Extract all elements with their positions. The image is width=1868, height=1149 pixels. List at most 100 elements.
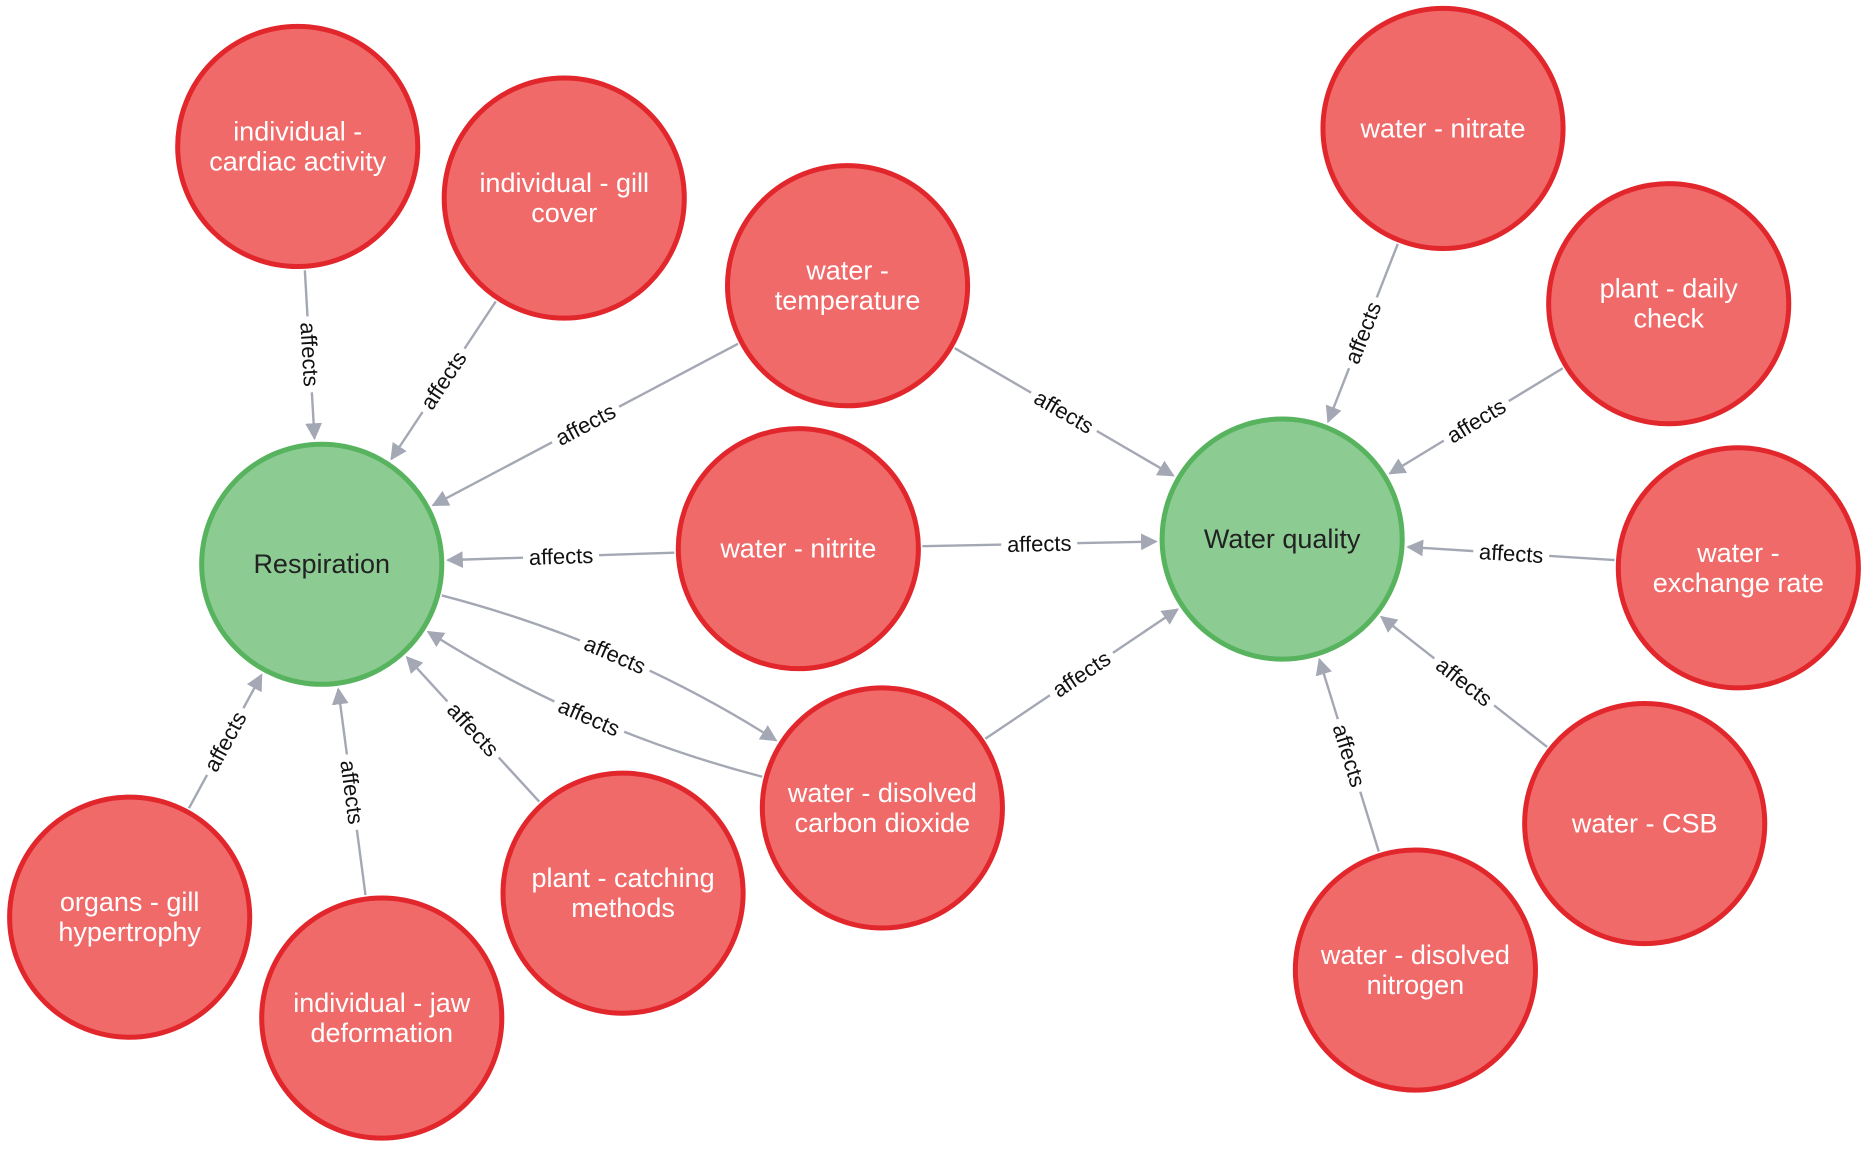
edge-label: affects	[1431, 652, 1497, 711]
node-nitrate[interactable]: water - nitrate	[1320, 5, 1566, 252]
node-label: plant - daily	[1600, 274, 1739, 304]
edge-gill_hyper-to-respiration: affects	[187, 673, 263, 809]
node-circle	[7, 794, 253, 1040]
node-label: water -	[1696, 538, 1780, 568]
edge-label-background	[437, 691, 510, 767]
edge-label: affects	[295, 321, 324, 387]
node-circle	[199, 441, 445, 687]
node-csb[interactable]: water - CSB	[1522, 701, 1768, 947]
node-label: deformation	[310, 1018, 453, 1048]
node-water-quality[interactable]: Water quality	[1159, 416, 1405, 662]
edge-label-background	[1042, 641, 1121, 707]
node-label: individual - gill	[479, 168, 649, 198]
nodes-layer: Respiration Water quality individual -card…	[7, 5, 1861, 1141]
node-label: individual - jaw	[293, 988, 471, 1018]
edge-label-background	[545, 394, 626, 455]
node-temperature[interactable]: water -temperature	[725, 163, 971, 409]
edge-label: affects	[335, 759, 368, 826]
node-circle	[1320, 5, 1566, 252]
edge-label: affects	[581, 631, 650, 680]
edge-label-background	[1436, 389, 1517, 453]
node-label: exchange rate	[1653, 568, 1824, 598]
node-label: Water quality	[1204, 524, 1361, 554]
node-exchange[interactable]: water -exchange rate	[1615, 445, 1861, 691]
node-label: nitrogen	[1367, 970, 1465, 1000]
node-label: carbon dioxide	[795, 808, 971, 838]
node-label: organs - gill	[60, 887, 200, 917]
edge-label: affects	[1030, 385, 1098, 439]
node-label: check	[1633, 304, 1704, 334]
node-cardiac[interactable]: individual -cardiac activity	[175, 23, 421, 270]
edge-label: affects	[551, 398, 620, 450]
edge-label: affects	[1442, 393, 1510, 448]
edge-label: affects	[442, 697, 504, 761]
node-circle	[175, 23, 421, 270]
node-label: cardiac activity	[209, 146, 387, 176]
edge-nitrite-to-water_quality: affects	[922, 529, 1158, 559]
edge-exchange-to-water_quality: affects	[1406, 537, 1615, 570]
node-circle	[759, 685, 1005, 931]
edge-csb-to-water_quality: affects	[1379, 615, 1548, 748]
edge-temperature-to-respiration: affects	[431, 342, 739, 507]
edge-label: affects	[1328, 721, 1371, 790]
node-circle	[259, 895, 505, 1141]
edge-daily_check-to-water_quality: affects	[1388, 367, 1564, 475]
edge-label-background	[574, 627, 656, 683]
node-circle	[1546, 181, 1792, 427]
node-label: individual -	[233, 116, 362, 146]
node-label: Respiration	[253, 549, 390, 579]
edge-jaw-to-respiration: affects	[331, 687, 371, 896]
node-circle	[675, 426, 921, 672]
node-circle	[1159, 416, 1405, 662]
node-label: water - CSB	[1571, 809, 1718, 839]
node-label: water - nitrate	[1359, 113, 1525, 143]
edge-gill_cover-to-respiration: affects	[390, 300, 497, 461]
edge-cardiac-to-respiration: affects	[293, 270, 326, 441]
edge-label-background	[1024, 380, 1104, 444]
edge-nitrate-to-water_quality: affects	[1325, 243, 1399, 424]
node-label: plant - catching	[532, 863, 715, 893]
edge-label-background	[410, 340, 477, 420]
edge-label: affects	[528, 543, 593, 570]
edge-label-background	[522, 541, 600, 572]
edge-catching-to-respiration: affects	[405, 655, 541, 803]
node-circle	[1522, 701, 1768, 947]
node-label: water -	[805, 256, 889, 286]
node-circle	[1615, 445, 1861, 691]
edge-label-background	[194, 701, 256, 782]
edge-label-background	[1000, 529, 1078, 559]
node-label: temperature	[775, 286, 921, 316]
node-label: water - nitrite	[719, 534, 876, 564]
node-circle	[1292, 847, 1538, 1093]
node-circle	[500, 770, 746, 1016]
node-circle	[725, 163, 971, 409]
edge-temperature-to-water_quality: affects	[954, 347, 1175, 477]
edge-label-background	[1425, 647, 1503, 717]
edge-co2-to-water_quality: affects	[984, 608, 1179, 740]
node-circle	[441, 75, 687, 321]
edge-label-background	[1336, 292, 1390, 374]
node-label: hypertrophy	[58, 917, 201, 947]
edge-label: affects	[555, 693, 624, 742]
edge-label: affects	[199, 707, 252, 776]
edge-nitrogen-to-water_quality: affects	[1315, 657, 1380, 852]
node-label: water - disolved	[787, 778, 977, 808]
node-respiration[interactable]: Respiration	[199, 441, 445, 687]
edge-label-background	[1472, 537, 1551, 570]
node-label: cover	[531, 198, 597, 228]
node-nitrite[interactable]: water - nitrite	[675, 426, 921, 672]
edge-label-background	[1324, 715, 1374, 796]
edge-label-background	[548, 689, 630, 746]
node-label: methods	[571, 893, 675, 923]
edge-label: affects	[1340, 298, 1387, 367]
edge-label: affects	[1007, 531, 1072, 557]
edge-nitrite-to-respiration: affects	[446, 541, 675, 572]
